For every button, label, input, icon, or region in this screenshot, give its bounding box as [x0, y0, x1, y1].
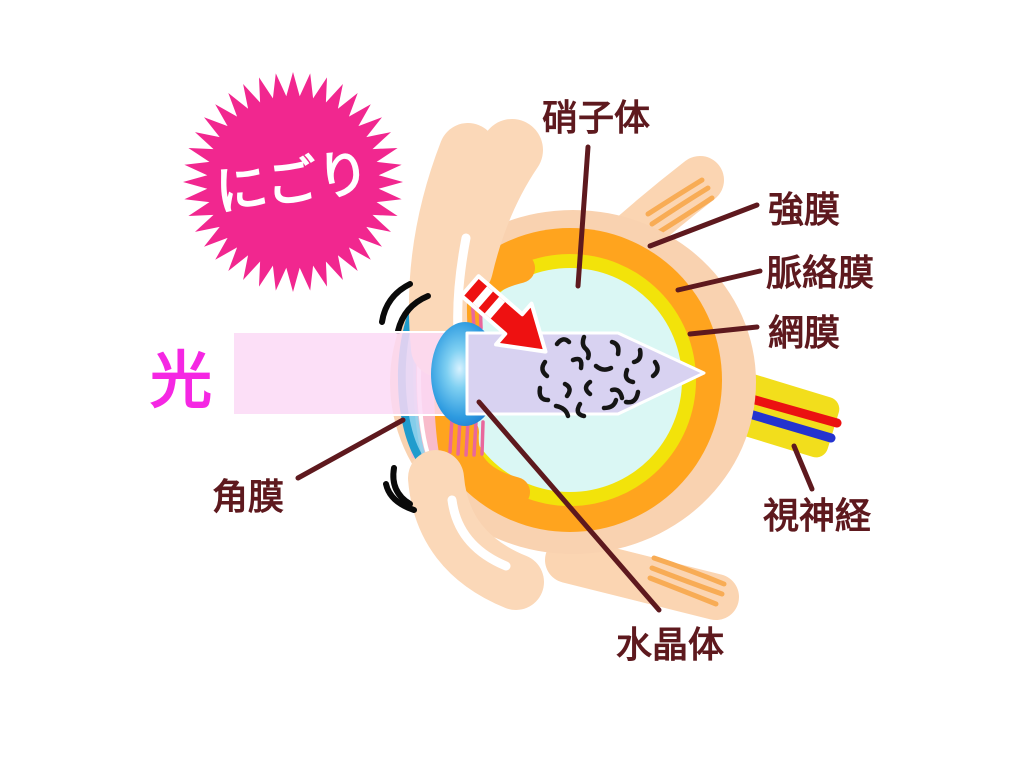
leader-sclera: [647, 202, 760, 249]
leader-optic-nerve: [791, 443, 815, 492]
floater-squiggle: [631, 347, 643, 365]
muscle-stripe: [647, 575, 719, 607]
floater-arrow: [459, 274, 548, 354]
floater-squiggle: [623, 367, 636, 385]
eyelid-upper: [379, 119, 543, 377]
floater-squiggle: [623, 389, 641, 405]
eyelid-lower-body: [408, 450, 544, 610]
floater-squiggle: [583, 379, 593, 397]
burst-badge: にごり: [183, 72, 403, 292]
eyelash-lower: [390, 465, 413, 507]
label-retina: 網膜: [768, 312, 840, 353]
label-cornea: 角膜: [212, 476, 284, 517]
eyelid-lower-crease: [447, 495, 511, 571]
label-sclera: 強膜: [768, 189, 840, 230]
floater-squiggle: [570, 356, 584, 371]
floaters: [537, 334, 660, 419]
arrow-stripe: [472, 286, 494, 309]
label-optic-nerve: 視神経: [763, 495, 872, 536]
floater-squiggle: [609, 387, 625, 401]
floater-squiggle: [540, 359, 550, 379]
floater-squiggle: [593, 363, 614, 372]
label-choroid: 脈絡膜: [766, 252, 874, 293]
muscle-stripe: [649, 185, 711, 227]
muscle-stripe: [653, 195, 715, 237]
muscle-stripe: [645, 177, 705, 217]
muscle-stripe: [649, 565, 725, 597]
eyelash-upper: [379, 281, 413, 325]
leader-cornea: [295, 417, 406, 481]
floater-squiggle: [537, 385, 551, 403]
leader-lines: [295, 144, 815, 613]
eye-muscle-lower-body: [545, 537, 739, 620]
eye-muscle-lower: [545, 537, 739, 620]
leader-retina: [687, 324, 760, 337]
floater-squiggle: [554, 337, 572, 347]
eyelash-upper: [395, 293, 431, 334]
label-vitreous: 硝子体: [542, 97, 650, 138]
floater-squiggle: [553, 403, 571, 419]
arrow-stripe: [484, 296, 506, 319]
light-beam-inner: [465, 331, 706, 416]
leader-vitreous: [575, 144, 591, 289]
floater-squiggle: [562, 381, 572, 399]
floater-squiggle: [580, 334, 591, 361]
burst-shape: [183, 72, 403, 292]
light-beam-outer: [232, 331, 468, 416]
floater-squiggle: [601, 397, 619, 411]
floater-squiggle: [575, 401, 587, 419]
cornea-outer: [398, 278, 432, 478]
leader-lens: [476, 399, 662, 613]
label-lens: 水晶体: [616, 624, 724, 665]
floater-squiggle: [609, 339, 621, 357]
muscle-stripe: [651, 555, 727, 587]
eyelash-lower: [383, 481, 417, 513]
leader-choroid: [675, 268, 763, 293]
floater-squiggle: [650, 359, 660, 379]
anatomy-labels: 硝子体 強膜 脈絡膜 網膜 視神経 角膜 水晶体: [212, 97, 874, 665]
light-label: 光: [150, 347, 212, 416]
eyelid-lower: [383, 450, 544, 610]
ciliary-hook-lower: [448, 417, 530, 507]
